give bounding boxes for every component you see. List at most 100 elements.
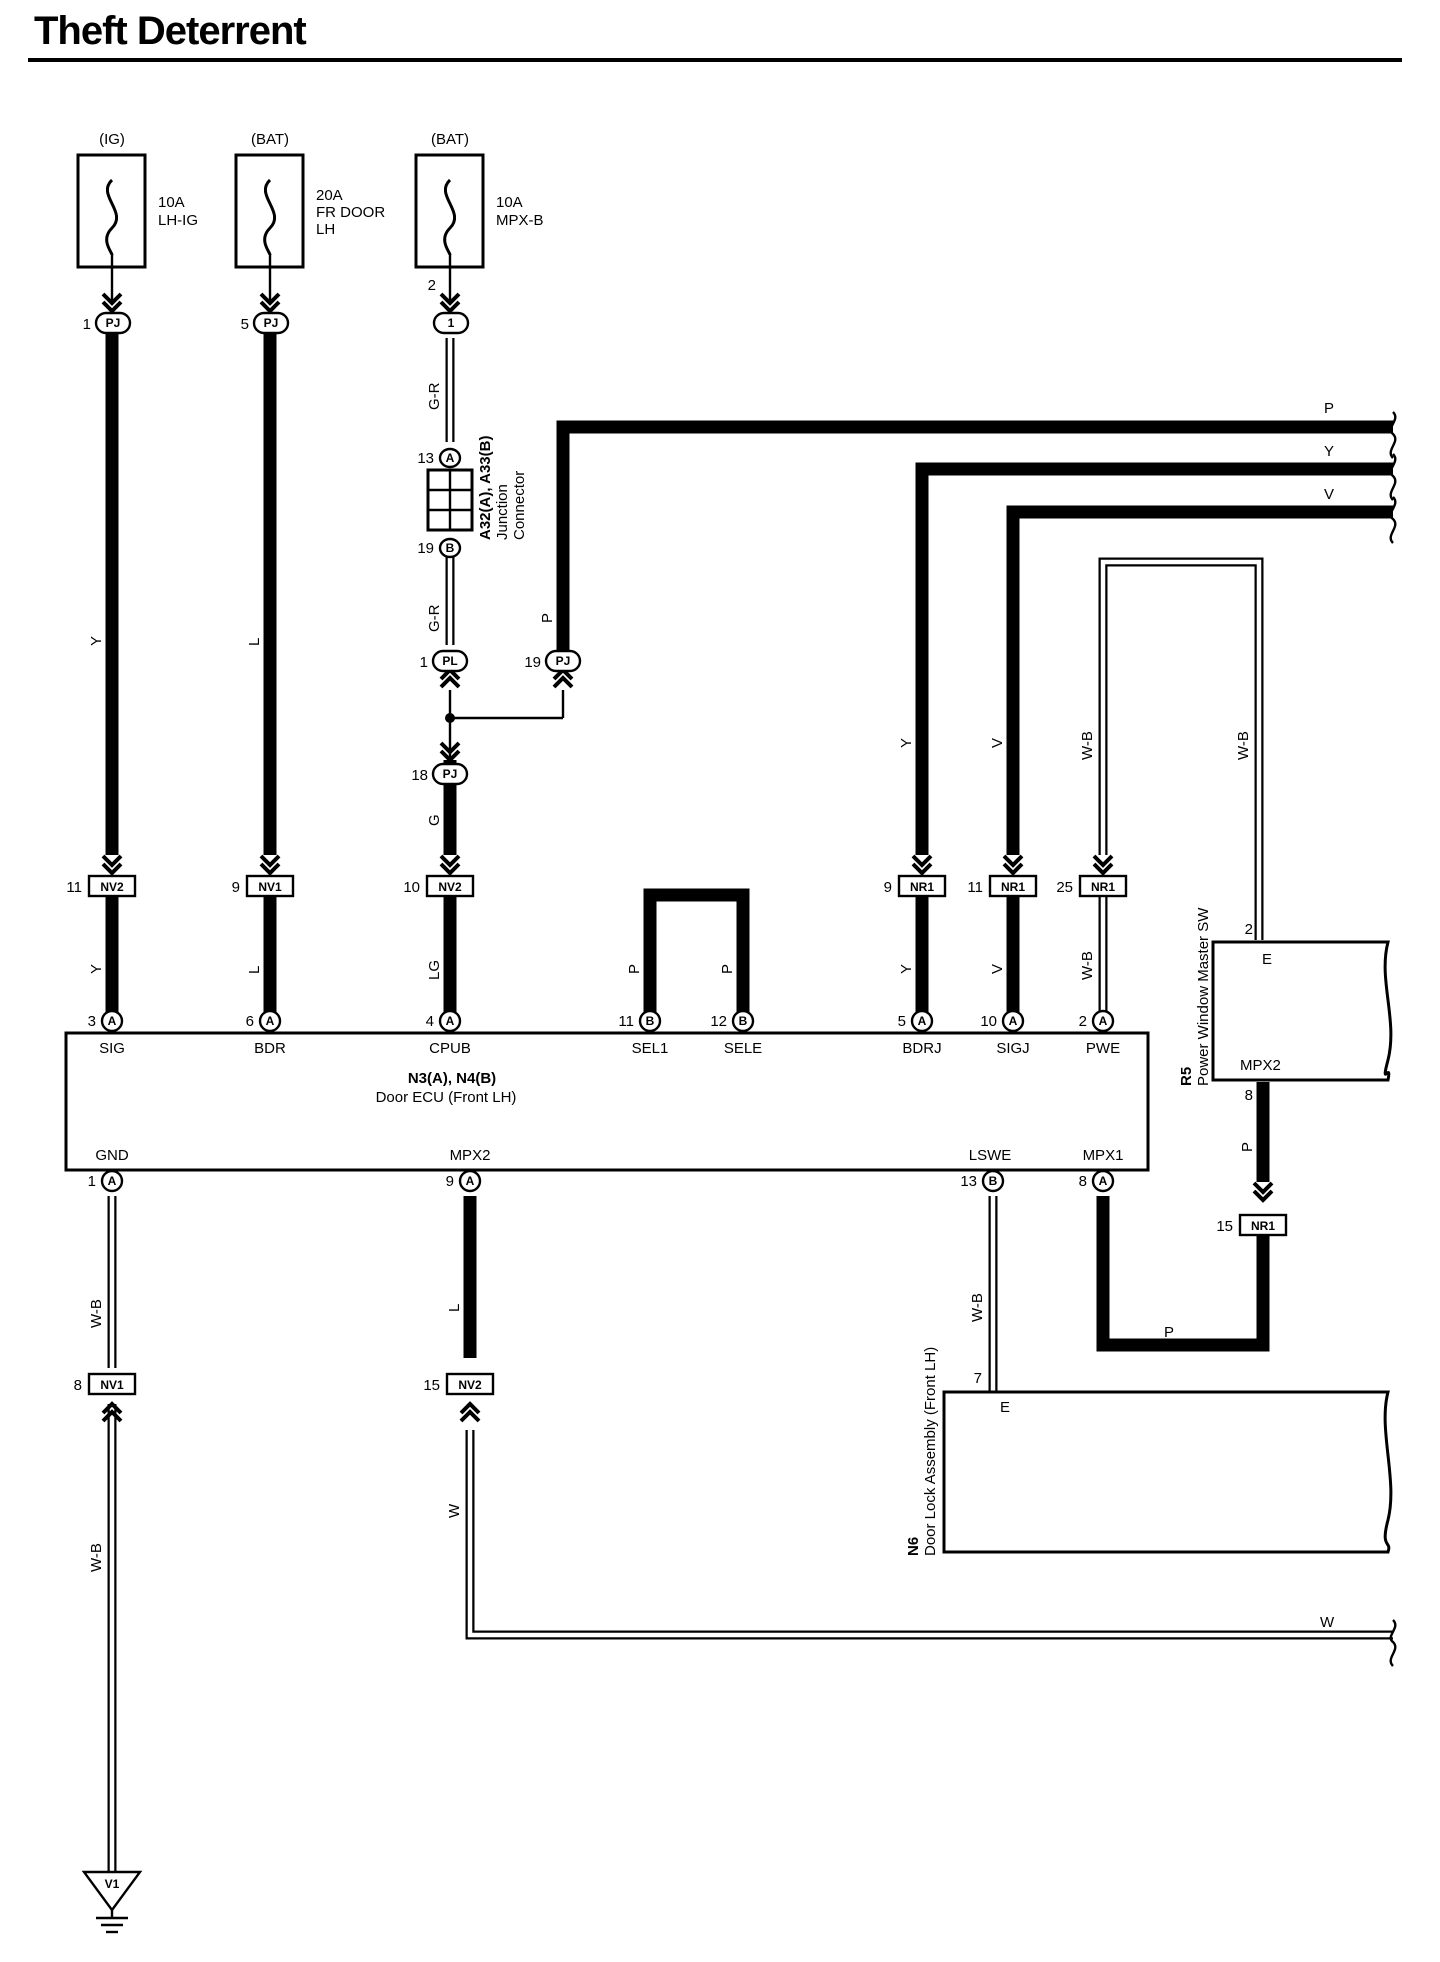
component-n6: E 7 N6 Door Lock Assembly (Front LH) xyxy=(905,1347,1393,1556)
svg-text:B: B xyxy=(989,1174,998,1188)
svg-text:PJ: PJ xyxy=(264,316,279,330)
svg-text:11: 11 xyxy=(618,1013,634,1030)
svg-text:Y: Y xyxy=(898,964,915,974)
svg-text:B: B xyxy=(739,1014,748,1028)
svg-text:Y: Y xyxy=(1324,443,1334,460)
svg-text:SEL1: SEL1 xyxy=(632,1040,669,1057)
svg-text:Junction: Junction xyxy=(494,484,511,540)
svg-text:10: 10 xyxy=(403,879,420,896)
svg-text:A: A xyxy=(446,1014,455,1028)
svg-text:V: V xyxy=(989,738,1006,748)
svg-text:E: E xyxy=(1262,951,1272,968)
svg-text:Power Window Master SW: Power Window Master SW xyxy=(1195,907,1212,1086)
svg-text:PL: PL xyxy=(442,654,457,668)
fuse-source-label: (BAT) xyxy=(251,131,289,148)
svg-text:NV2: NV2 xyxy=(458,1378,482,1392)
title-rule xyxy=(28,58,1402,62)
wire-color-labels: Y L G-R G-R P G Y L LG P P Y V W-B Y V W… xyxy=(88,382,1335,1631)
connector-nv2-11: NV2 11 xyxy=(66,874,137,898)
svg-text:1: 1 xyxy=(420,654,428,671)
svg-text:2: 2 xyxy=(1245,921,1253,938)
svg-text:15: 15 xyxy=(1216,1218,1233,1235)
svg-text:P: P xyxy=(539,613,556,623)
svg-text:1: 1 xyxy=(83,316,91,333)
svg-text:A: A xyxy=(1009,1014,1018,1028)
svg-text:A: A xyxy=(1099,1014,1108,1028)
svg-text:N6: N6 xyxy=(905,1537,922,1556)
svg-text:MPX2: MPX2 xyxy=(450,1147,491,1164)
fuse-source-label: (IG) xyxy=(99,131,125,148)
svg-text:W-B: W-B xyxy=(1079,951,1096,980)
svg-text:Connector: Connector xyxy=(511,471,528,540)
svg-text:L: L xyxy=(446,1304,463,1312)
svg-text:NV2: NV2 xyxy=(100,880,124,894)
svg-text:A: A xyxy=(1099,1174,1108,1188)
svg-text:A: A xyxy=(446,451,455,465)
svg-text:PJ: PJ xyxy=(443,767,458,781)
fuse-fr-door-lh: (BAT) 20A FR DOOR LH xyxy=(234,131,385,269)
svg-text:LG: LG xyxy=(426,960,443,980)
svg-text:P: P xyxy=(1324,400,1334,417)
svg-text:PWE: PWE xyxy=(1086,1040,1120,1057)
svg-text:BDR: BDR xyxy=(254,1040,286,1057)
connector-pj-5: PJ 5 xyxy=(241,311,290,335)
ground-v1: V1 xyxy=(81,1870,143,1934)
svg-text:P: P xyxy=(1164,1324,1174,1341)
fuse-mpx-b: (BAT) 10A MPX-B xyxy=(414,131,544,269)
component-r5: E 2 MPX2 8 R5 Power Window Master SW xyxy=(1178,907,1393,1104)
wire-break-marks xyxy=(1389,411,1397,1667)
svg-text:PJ: PJ xyxy=(106,316,121,330)
svg-text:8: 8 xyxy=(1079,1173,1087,1190)
svg-text:11: 11 xyxy=(66,879,82,896)
svg-text:W-B: W-B xyxy=(88,1299,105,1328)
connector-pl-1: PL 1 xyxy=(420,649,469,673)
junction-connector: A 13 B 19 A32(A), A33(B) Junction Connec… xyxy=(417,436,528,559)
svg-text:9: 9 xyxy=(232,879,240,896)
connector-mpxb-1: 1 xyxy=(432,311,470,335)
svg-text:R5: R5 xyxy=(1178,1067,1195,1086)
splice xyxy=(439,668,574,762)
svg-text:MPX1: MPX1 xyxy=(1083,1147,1124,1164)
door-ecu: N3(A), N4(B) Door ECU (Front LH) xyxy=(64,1031,1150,1172)
ecu-description: Door ECU (Front LH) xyxy=(376,1089,517,1106)
svg-text:1: 1 xyxy=(88,1173,96,1190)
fuse-feeds: 2 xyxy=(101,255,461,313)
svg-text:B: B xyxy=(446,541,455,555)
svg-text:2: 2 xyxy=(1079,1013,1087,1030)
svg-text:MPX2: MPX2 xyxy=(1240,1057,1281,1074)
svg-text:P: P xyxy=(626,964,643,974)
svg-text:NR1: NR1 xyxy=(1091,880,1115,894)
svg-text:19: 19 xyxy=(524,654,541,671)
svg-text:8: 8 xyxy=(74,1377,82,1394)
svg-text:SIG: SIG xyxy=(99,1040,125,1057)
heavy-wires xyxy=(105,334,1393,1358)
svg-text:6: 6 xyxy=(246,1013,254,1030)
svg-text:8: 8 xyxy=(1245,1087,1253,1104)
svg-text:W-B: W-B xyxy=(88,1543,105,1572)
svg-text:G: G xyxy=(426,814,443,826)
svg-text:5: 5 xyxy=(241,316,249,333)
svg-text:18: 18 xyxy=(411,767,428,784)
svg-text:11: 11 xyxy=(967,879,983,896)
connector-pj-1: PJ 1 xyxy=(83,311,132,335)
svg-text:W-B: W-B xyxy=(1235,731,1252,760)
svg-text:L: L xyxy=(246,966,263,974)
svg-text:1: 1 xyxy=(448,316,455,330)
svg-text:L: L xyxy=(246,638,263,646)
fuse-rating: 10A xyxy=(158,194,185,211)
svg-text:P: P xyxy=(1239,1142,1256,1152)
